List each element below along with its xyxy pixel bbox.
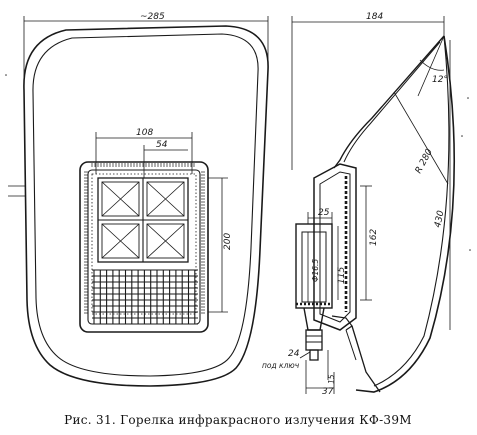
figure-caption: Рис. 31. Горелка инфракрасного излучения… <box>64 413 412 427</box>
dim-nozzle-37: 37 <box>322 387 334 397</box>
dim-angle: 12° <box>432 75 448 85</box>
dim-length: 430 <box>433 209 446 228</box>
panel-scale-top <box>91 163 195 167</box>
dim-key-note: под ключ <box>262 361 300 370</box>
dim-panel-width: 108 <box>136 128 153 138</box>
dim-height-162: 162 <box>369 229 379 246</box>
panel-scale-left <box>84 171 88 314</box>
housing-inner <box>32 33 259 377</box>
ceramic-tiles <box>97 177 189 263</box>
dim-cell-width: 54 <box>156 140 168 150</box>
front-view: ~285 108 54 <box>8 12 269 387</box>
dim-nozzle-24: 24 <box>288 349 300 359</box>
burner-body <box>295 163 357 361</box>
housing-outer <box>23 25 269 387</box>
dim-width-25: 25 <box>318 208 330 218</box>
dim-radius: R 280 <box>414 147 435 175</box>
mesh-grid <box>92 269 198 325</box>
dim-overall-width: ~285 <box>140 12 165 22</box>
panel-scale-right <box>201 171 205 314</box>
side-view: 184 12° R 280 430 <box>5 12 471 397</box>
dim-nozzle-15: 15 <box>327 374 336 384</box>
dim-panel-height: 200 <box>223 233 233 250</box>
dim-overall-depth: 184 <box>366 12 383 22</box>
dim-diameter: Ф16.5 <box>311 259 320 282</box>
dim-height-115: 115 <box>337 267 347 284</box>
reflector-shell <box>355 35 456 393</box>
